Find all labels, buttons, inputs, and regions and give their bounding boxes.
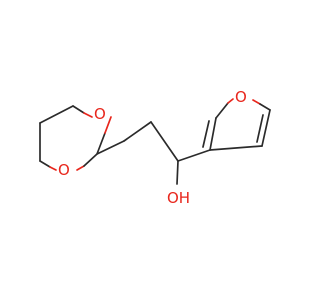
bond-f2-o1-o [227,98,234,104]
bond-o1-c6-o [83,112,93,118]
hydroxyl-group: OH [167,189,190,207]
bond-c2-ca [96,140,125,155]
bond-f4-f3 [209,145,263,151]
bond-f3-f2-double [202,120,210,148]
furan-oxygen: O [235,88,247,106]
bond-ca-cb [123,121,152,142]
bond-f3-f2 [209,117,217,151]
bond-c2-o1 [96,132,106,155]
bond-cb-cc [150,121,179,162]
bond-c4-o3-o [49,166,57,171]
bond-f2-o1 [215,102,229,119]
bond-o1-f5-o [252,99,261,105]
bond-o3-c2 [83,153,98,167]
bond-c2-o1-o [104,116,112,134]
bond-o1-c6 [72,105,85,114]
bond-f5-f4-double [256,114,264,143]
bond-c4-o3 [39,160,51,168]
bond-cc-furan [177,149,211,162]
bond-f5-f4 [261,109,271,147]
bond-cc-oh [176,160,179,185]
bond-o3-c2-o [76,165,85,171]
bond-o1-f5 [259,103,271,111]
dioxane-oxygen-lower: O [58,161,70,179]
structure-canvas: O O OH O [39,88,271,207]
carbon-chain [96,121,211,185]
dioxane-oxygen-upper: O [94,105,106,123]
furan-ring [202,98,271,151]
bond-c6-c5 [39,105,74,124]
dioxane-ring [39,105,112,171]
molecule-drawing: O O OH O [39,88,271,207]
